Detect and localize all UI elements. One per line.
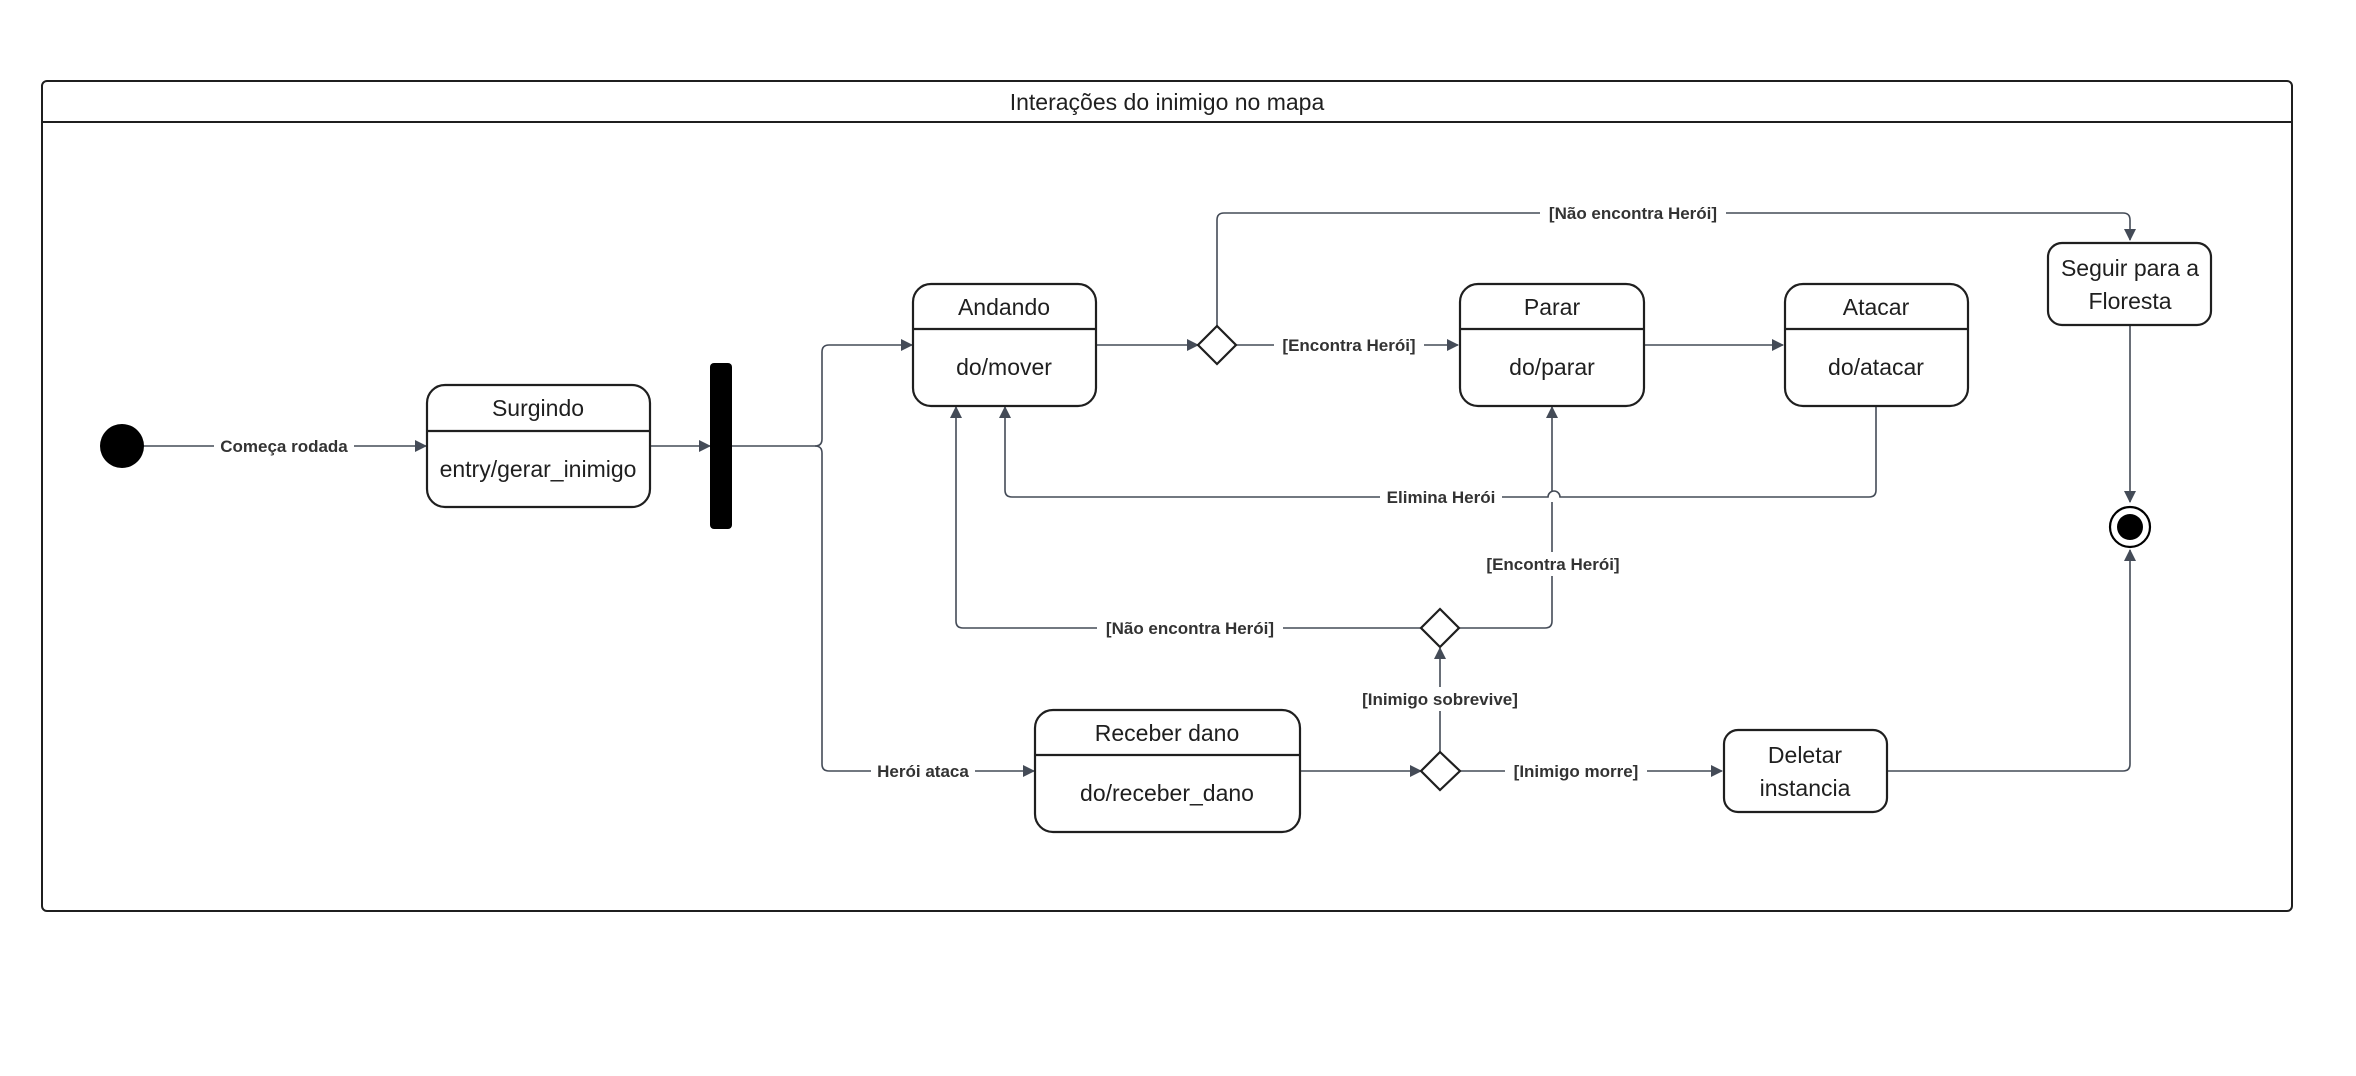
state-andando: Andando do/mover: [911, 282, 1098, 408]
state-surgindo: Surgindo entry/gerar_inimigo: [425, 383, 652, 509]
state-name-line1: Seguir para a: [2061, 255, 2199, 281]
state-name: Andando: [958, 294, 1050, 320]
state-receber-dano: Receber dano do/receber_dano: [1033, 708, 1302, 834]
state-name-line2: instancia: [1760, 775, 1851, 801]
edge-label-encontra-mid: [Encontra Herói]: [1478, 552, 1628, 576]
svg-text:[Inimigo morre]: [Inimigo morre]: [1514, 762, 1639, 781]
state-name-line2: Floresta: [2088, 288, 2171, 314]
edge-deletar-end: [1887, 549, 2136, 772]
svg-text:Herói ataca: Herói ataca: [877, 762, 969, 781]
edge-label-heroi-ataca: Herói ataca: [871, 759, 975, 783]
svg-text:[Encontra Herói]: [Encontra Herói]: [1282, 336, 1415, 355]
state-activity: entry/gerar_inimigo: [440, 456, 637, 482]
initial-node: [100, 424, 144, 468]
state-parar: Parar do/parar: [1458, 282, 1646, 408]
svg-text:[Não encontra Herói]: [Não encontra Herói]: [1106, 619, 1274, 638]
svg-text:[Inimigo sobrevive]: [Inimigo sobrevive]: [1362, 690, 1518, 709]
edge-decision2-parar: [1459, 407, 1552, 629]
edge-label-inimigo-sobrevive: [Inimigo sobrevive]: [1354, 687, 1526, 711]
decision-diamond-1: [1196, 324, 1238, 366]
state-seguir-para-floresta: Seguir para a Floresta: [2046, 241, 2213, 327]
final-node: [2108, 505, 2152, 549]
edge-label-nao-encontra-top: [Não encontra Herói]: [1540, 201, 1726, 225]
svg-text:[Não encontra Herói]: [Não encontra Herói]: [1549, 204, 1717, 223]
state-activity: do/atacar: [1828, 354, 1924, 380]
state-name: Atacar: [1843, 294, 1910, 320]
diagram-title: Interações do inimigo no mapa: [1010, 89, 1325, 115]
state-deletar-instancia: Deletar instancia: [1722, 728, 1889, 814]
edge-fork-receber-dano: [814, 445, 1035, 777]
svg-text:Começa rodada: Começa rodada: [220, 437, 348, 456]
state-atacar: Atacar do/atacar: [1783, 282, 1970, 408]
fork-bar: [710, 363, 732, 529]
edge-atacar-andando: [999, 406, 1877, 498]
state-activity: do/receber_dano: [1080, 780, 1254, 806]
state-activity: do/parar: [1509, 354, 1595, 380]
edge-label-nao-encontra-mid: [Não encontra Herói]: [1097, 616, 1283, 640]
edge-label-elimina-heroi: Elimina Herói: [1380, 485, 1502, 509]
diagram-frame: Interações do inimigo no mapa: [41, 80, 2293, 912]
state-name-line1: Deletar: [1768, 742, 1842, 768]
decision-diamond-3: [1419, 750, 1462, 792]
decision-diamond-2: [1419, 607, 1461, 649]
svg-text:Elimina Herói: Elimina Herói: [1387, 488, 1496, 507]
edge-labels: Começa rodada [Não encontra Herói] [Enco…: [214, 201, 1726, 783]
edge-label-comeca-rodada: Começa rodada: [214, 434, 354, 458]
edge-decision2-andando: [950, 406, 1421, 629]
state-name: Surgindo: [492, 395, 584, 421]
edge-label-inimigo-morre: [Inimigo morre]: [1505, 759, 1647, 783]
svg-text:[Encontra Herói]: [Encontra Herói]: [1486, 555, 1619, 574]
state-name: Parar: [1524, 294, 1581, 320]
state-activity: do/mover: [956, 354, 1052, 380]
edge-label-encontra-top: [Encontra Herói]: [1274, 333, 1424, 357]
state-name: Receber dano: [1095, 720, 1240, 746]
